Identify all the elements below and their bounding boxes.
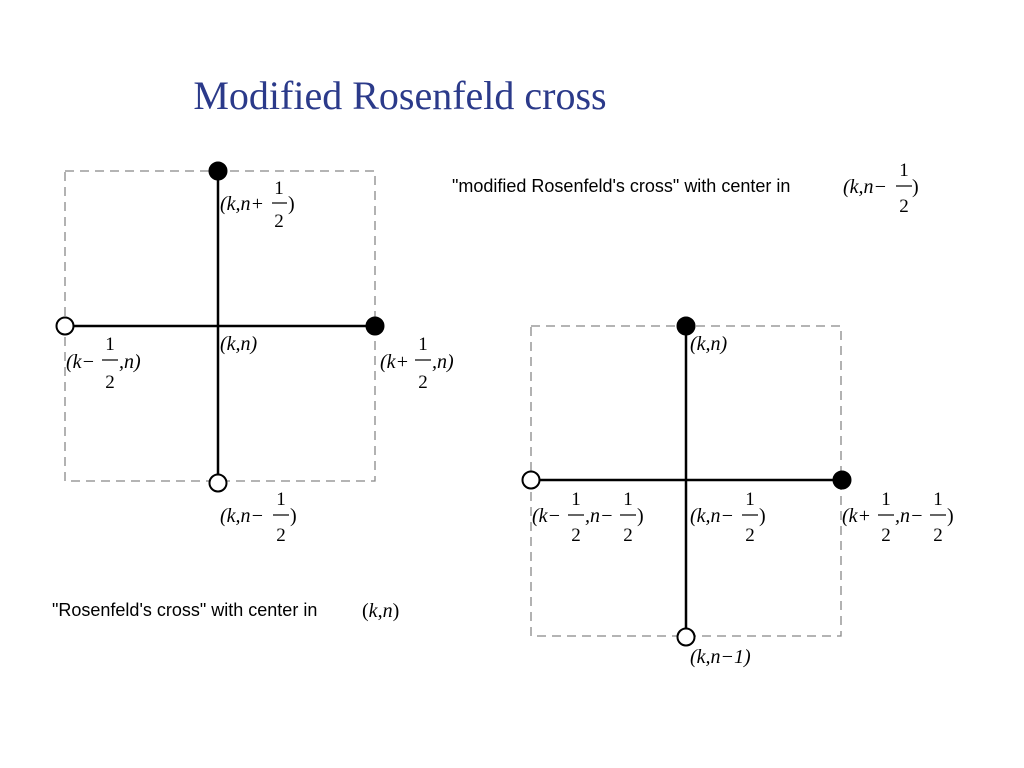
left-top-point-filled — [208, 161, 228, 181]
svg-text:): ) — [288, 193, 295, 215]
svg-text:2: 2 — [274, 211, 284, 232]
right-label-center: (k,n− 1 2 ) — [690, 489, 766, 546]
svg-text:1: 1 — [105, 334, 115, 355]
left-label-right: (k+ 1 2 ,n) — [380, 334, 454, 393]
svg-text:1: 1 — [745, 489, 755, 510]
svg-text:(k+: (k+ — [380, 351, 409, 373]
slide-title: Modified Rosenfeld cross — [193, 73, 607, 118]
svg-text:(k−: (k− — [66, 351, 95, 373]
right-top-point-filled — [676, 316, 696, 336]
svg-text:(k,n−: (k,n− — [843, 176, 887, 198]
svg-text:(k+: (k+ — [842, 505, 871, 527]
svg-text:2: 2 — [623, 525, 633, 546]
svg-text:,n): ,n) — [119, 351, 141, 373]
svg-text:2: 2 — [105, 372, 115, 393]
svg-text:,n−: ,n− — [585, 505, 614, 527]
left-label-left: (k− 1 2 ,n) — [66, 334, 141, 393]
right-label-right: (k+ 1 2 ,n− 1 2 ) — [842, 489, 954, 546]
right-left-point-open — [521, 470, 541, 490]
svg-text:1: 1 — [418, 334, 428, 355]
svg-text:1: 1 — [881, 489, 891, 510]
right-cross: "modified Rosenfeld's cross" with center… — [452, 160, 954, 668]
svg-text:,n−: ,n− — [895, 505, 924, 527]
svg-text:1: 1 — [571, 489, 581, 510]
svg-text:(k,n−: (k,n− — [690, 505, 734, 527]
left-label-bottom: (k,n− 1 2 ) — [220, 489, 297, 546]
right-label-left: (k− 1 2 ,n− 1 2 ) — [532, 489, 644, 546]
left-bottom-point-open — [208, 473, 228, 493]
svg-text:(k−: (k− — [532, 505, 561, 527]
svg-text:2: 2 — [276, 525, 286, 546]
svg-text:1: 1 — [899, 160, 909, 181]
svg-text:): ) — [912, 176, 919, 198]
svg-text:,n): ,n) — [432, 351, 454, 373]
svg-text:2: 2 — [881, 525, 891, 546]
left-label-top: (k,n+ 1 2 ) — [220, 178, 295, 232]
right-label-top: (k,n) — [690, 333, 728, 355]
right-label-bottom: (k,n−1) — [690, 646, 751, 668]
svg-text:(k,n+: (k,n+ — [220, 193, 264, 215]
left-right-point-filled — [365, 316, 385, 336]
left-label-center: (k,n) — [220, 333, 258, 355]
svg-text:1: 1 — [276, 489, 286, 510]
right-right-point-filled — [832, 470, 852, 490]
svg-text:): ) — [759, 505, 766, 527]
left-cross: (k,n+ 1 2 ) (k,n) (k− 1 2 ,n) (k+ 1 2 ,n… — [52, 161, 454, 622]
svg-text:2: 2 — [571, 525, 581, 546]
svg-text:): ) — [637, 505, 644, 527]
svg-text:): ) — [947, 505, 954, 527]
svg-text:"modified Rosenfeld's cross" w: "modified Rosenfeld's cross" with center… — [452, 176, 790, 196]
svg-text:(k,n): (k,n) — [362, 600, 399, 622]
svg-text:(k,n−: (k,n− — [220, 505, 264, 527]
svg-text:): ) — [290, 505, 297, 527]
svg-text:1: 1 — [623, 489, 633, 510]
svg-text:1: 1 — [274, 178, 284, 199]
svg-text:2: 2 — [418, 372, 428, 393]
left-caption: "Rosenfeld's cross" with center in (k,n) — [52, 600, 399, 622]
right-bottom-point-open — [676, 627, 696, 647]
svg-text:2: 2 — [933, 525, 943, 546]
svg-text:"Rosenfeld's cross" with cente: "Rosenfeld's cross" with center in — [52, 600, 317, 620]
left-left-point-open — [55, 316, 75, 336]
svg-text:1: 1 — [933, 489, 943, 510]
right-caption: "modified Rosenfeld's cross" with center… — [452, 160, 919, 217]
svg-text:2: 2 — [899, 196, 909, 217]
svg-text:2: 2 — [745, 525, 755, 546]
